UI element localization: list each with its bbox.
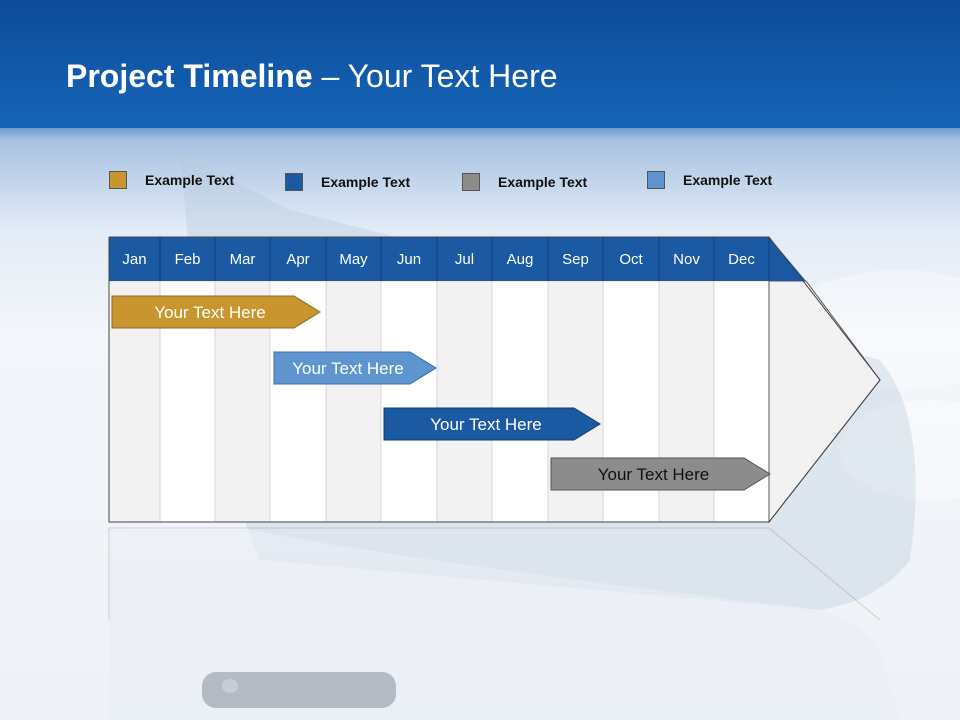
legend-item: Example Text (647, 170, 772, 190)
legend-item: Example Text (109, 170, 234, 190)
task-bar (273, 351, 437, 385)
legend-swatch (109, 171, 127, 189)
task-label: Your Text Here (292, 358, 404, 378)
month-label: May (339, 250, 368, 268)
task-label: Your Text Here (154, 302, 266, 322)
arrow-reflection (108, 527, 881, 621)
month-label: Nov (673, 250, 700, 268)
task-bar (383, 407, 601, 441)
legend-item: Example Text (285, 172, 410, 192)
door-handle (202, 672, 396, 708)
task-bar (550, 457, 771, 491)
page-title: Project Timeline – Your Text Here (66, 58, 558, 95)
header-band: Project Timeline – Your Text Here (0, 0, 960, 128)
month-label: Aug (506, 250, 534, 268)
legend-swatch (462, 173, 480, 191)
task-label: Your Text Here (430, 414, 542, 434)
arrow-outline (108, 236, 881, 523)
task-label: Your Text Here (597, 464, 710, 484)
title-rest: – Your Text Here (312, 58, 558, 94)
month-label: Jul (454, 250, 475, 268)
month-label: Mar (229, 250, 256, 268)
month-label: Apr (286, 250, 310, 268)
month-label: Feb (174, 250, 201, 268)
arrow-head-top (769, 237, 806, 281)
legend-swatch (647, 171, 665, 189)
month-label: Sep (562, 250, 589, 268)
month-label: Jun (396, 250, 422, 268)
month-label: Dec (728, 250, 755, 268)
legend-label: Example Text (683, 172, 773, 188)
legend-label: Example Text (498, 174, 588, 190)
legend-swatch (285, 173, 303, 191)
title-bold: Project Timeline (66, 58, 313, 94)
legend-item: Example Text (462, 172, 587, 192)
month-label: Oct (619, 250, 643, 268)
legend-label: Example Text (145, 172, 235, 188)
legend-label: Example Text (321, 174, 411, 190)
month-label: Jan (122, 250, 147, 268)
task-bar (111, 295, 321, 329)
